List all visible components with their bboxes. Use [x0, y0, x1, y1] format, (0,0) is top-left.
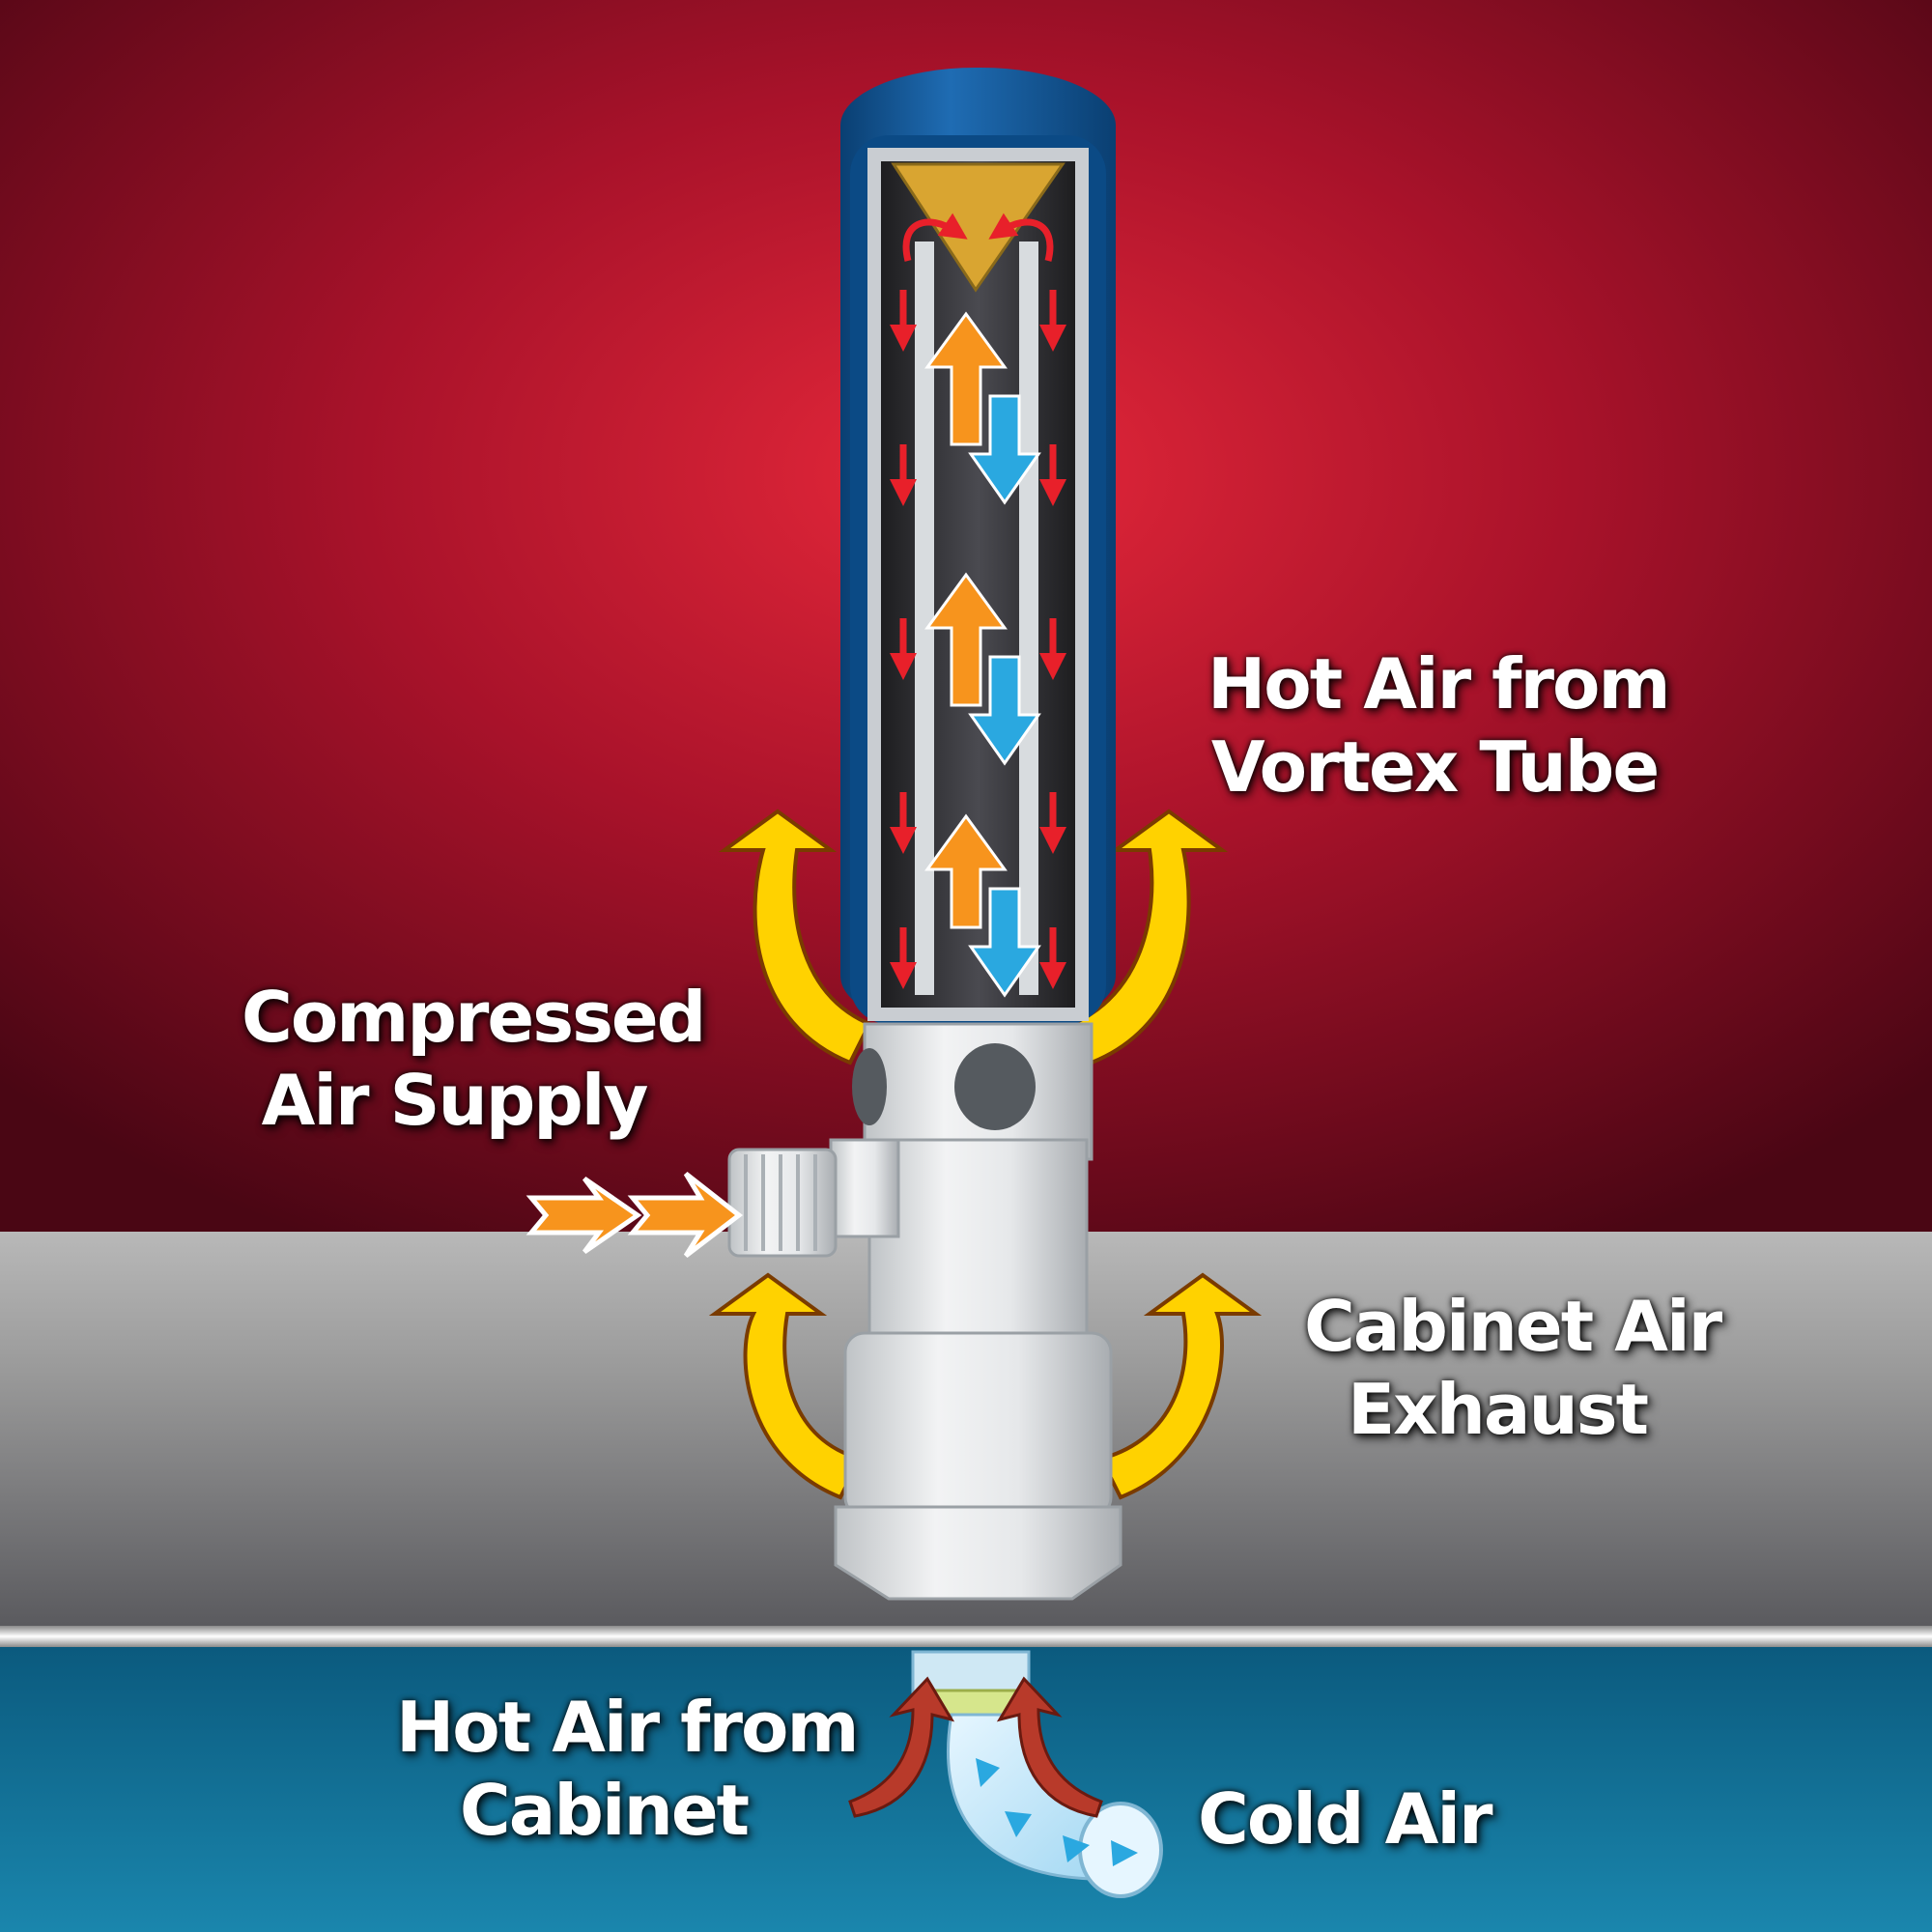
hot-air-exhaust-arrows	[718, 809, 1229, 1065]
hot-air-cabinet-label-line2: Cabinet	[459, 1770, 750, 1851]
compressed-air-arrows	[526, 1172, 744, 1258]
hot-air-vortex-label: Hot Air from Vortex Tube	[1208, 642, 1671, 809]
compressed-air-label-line1: Compressed	[242, 977, 706, 1058]
compressed-air-label: Compressed Air Supply	[242, 976, 706, 1142]
cabinet-exhaust-label-line1: Cabinet Air	[1304, 1286, 1722, 1367]
hot-air-vortex-label-line1: Hot Air from	[1208, 643, 1671, 724]
cabinet-exhaust-label-line2: Exhaust	[1348, 1369, 1649, 1450]
cabinet-exhaust-label: Cabinet Air Exhaust	[1304, 1285, 1722, 1451]
hot-air-cabinet-label-line1: Hot Air from	[396, 1687, 860, 1768]
cold-air-label: Cold Air	[1198, 1777, 1493, 1861]
hot-air-cabinet-arrows	[848, 1676, 1103, 1818]
cold-air-label-line1: Cold Air	[1198, 1778, 1493, 1860]
hot-cold-center-arrows	[924, 311, 1041, 998]
hot-air-cabinet-label: Hot Air from Cabinet	[396, 1686, 860, 1852]
red-flow-arrows	[890, 213, 1066, 989]
compressed-air-label-line2: Air Supply	[261, 1060, 649, 1141]
compressed-air-inlet	[727, 1138, 900, 1258]
vortex-body	[834, 1022, 1122, 1601]
hot-air-vortex-label-line2: Vortex Tube	[1210, 726, 1660, 808]
cabinet-wall-edge	[0, 1626, 1932, 1647]
cabinet-exhaust-arrows	[708, 1272, 1263, 1500]
cold-air-outlet	[911, 1650, 1163, 1898]
